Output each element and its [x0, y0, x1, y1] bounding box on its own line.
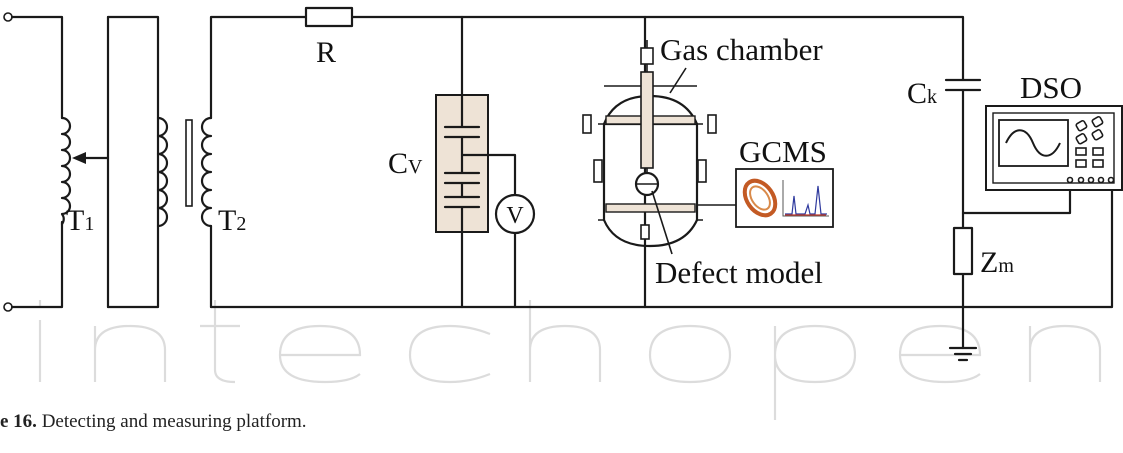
label-t1: T1: [66, 204, 94, 237]
coupling-capacitor-ck: [944, 58, 1072, 350]
gcms-chromatogram: [735, 168, 834, 228]
label-cv: CV: [388, 147, 423, 180]
variac-t1: [60, 15, 160, 309]
label-t2: T2: [218, 204, 246, 237]
label-gas-chamber: Gas chamber: [660, 32, 823, 67]
svg-text:T2: T2: [218, 204, 246, 237]
ground-symbol: [948, 346, 978, 362]
input-terminals: [3, 12, 64, 312]
label-dso: DSO: [1020, 70, 1082, 105]
capacitive-divider-cv: [435, 93, 517, 309]
label-ck: Ck: [907, 77, 937, 110]
oscilloscope-dso: [985, 105, 1123, 191]
gas-chamber: [582, 40, 736, 255]
svg-text:Ck: Ck: [907, 77, 937, 110]
figure-number: e 16.: [0, 411, 37, 432]
label-gcms: GCMS: [739, 134, 827, 169]
label-defect-model: Defect model: [655, 255, 823, 290]
caption-text: Detecting and measuring platform.: [36, 411, 307, 432]
figure-caption: e 16. Detecting and measuring platform.: [0, 411, 307, 437]
transformer-t2: [156, 15, 308, 309]
watermark: [38, 300, 1102, 420]
voltmeter: [494, 193, 536, 235]
label-zm: Zm: [980, 246, 1014, 279]
svg-text:Zm: Zm: [980, 246, 1014, 279]
svg-text:T1: T1: [66, 204, 94, 237]
resistor-r: [304, 6, 354, 28]
label-r: R: [316, 36, 336, 69]
measuring-impedance-zm: [952, 226, 974, 276]
voltmeter-label: V: [506, 203, 524, 229]
svg-text:CV: CV: [388, 147, 423, 180]
